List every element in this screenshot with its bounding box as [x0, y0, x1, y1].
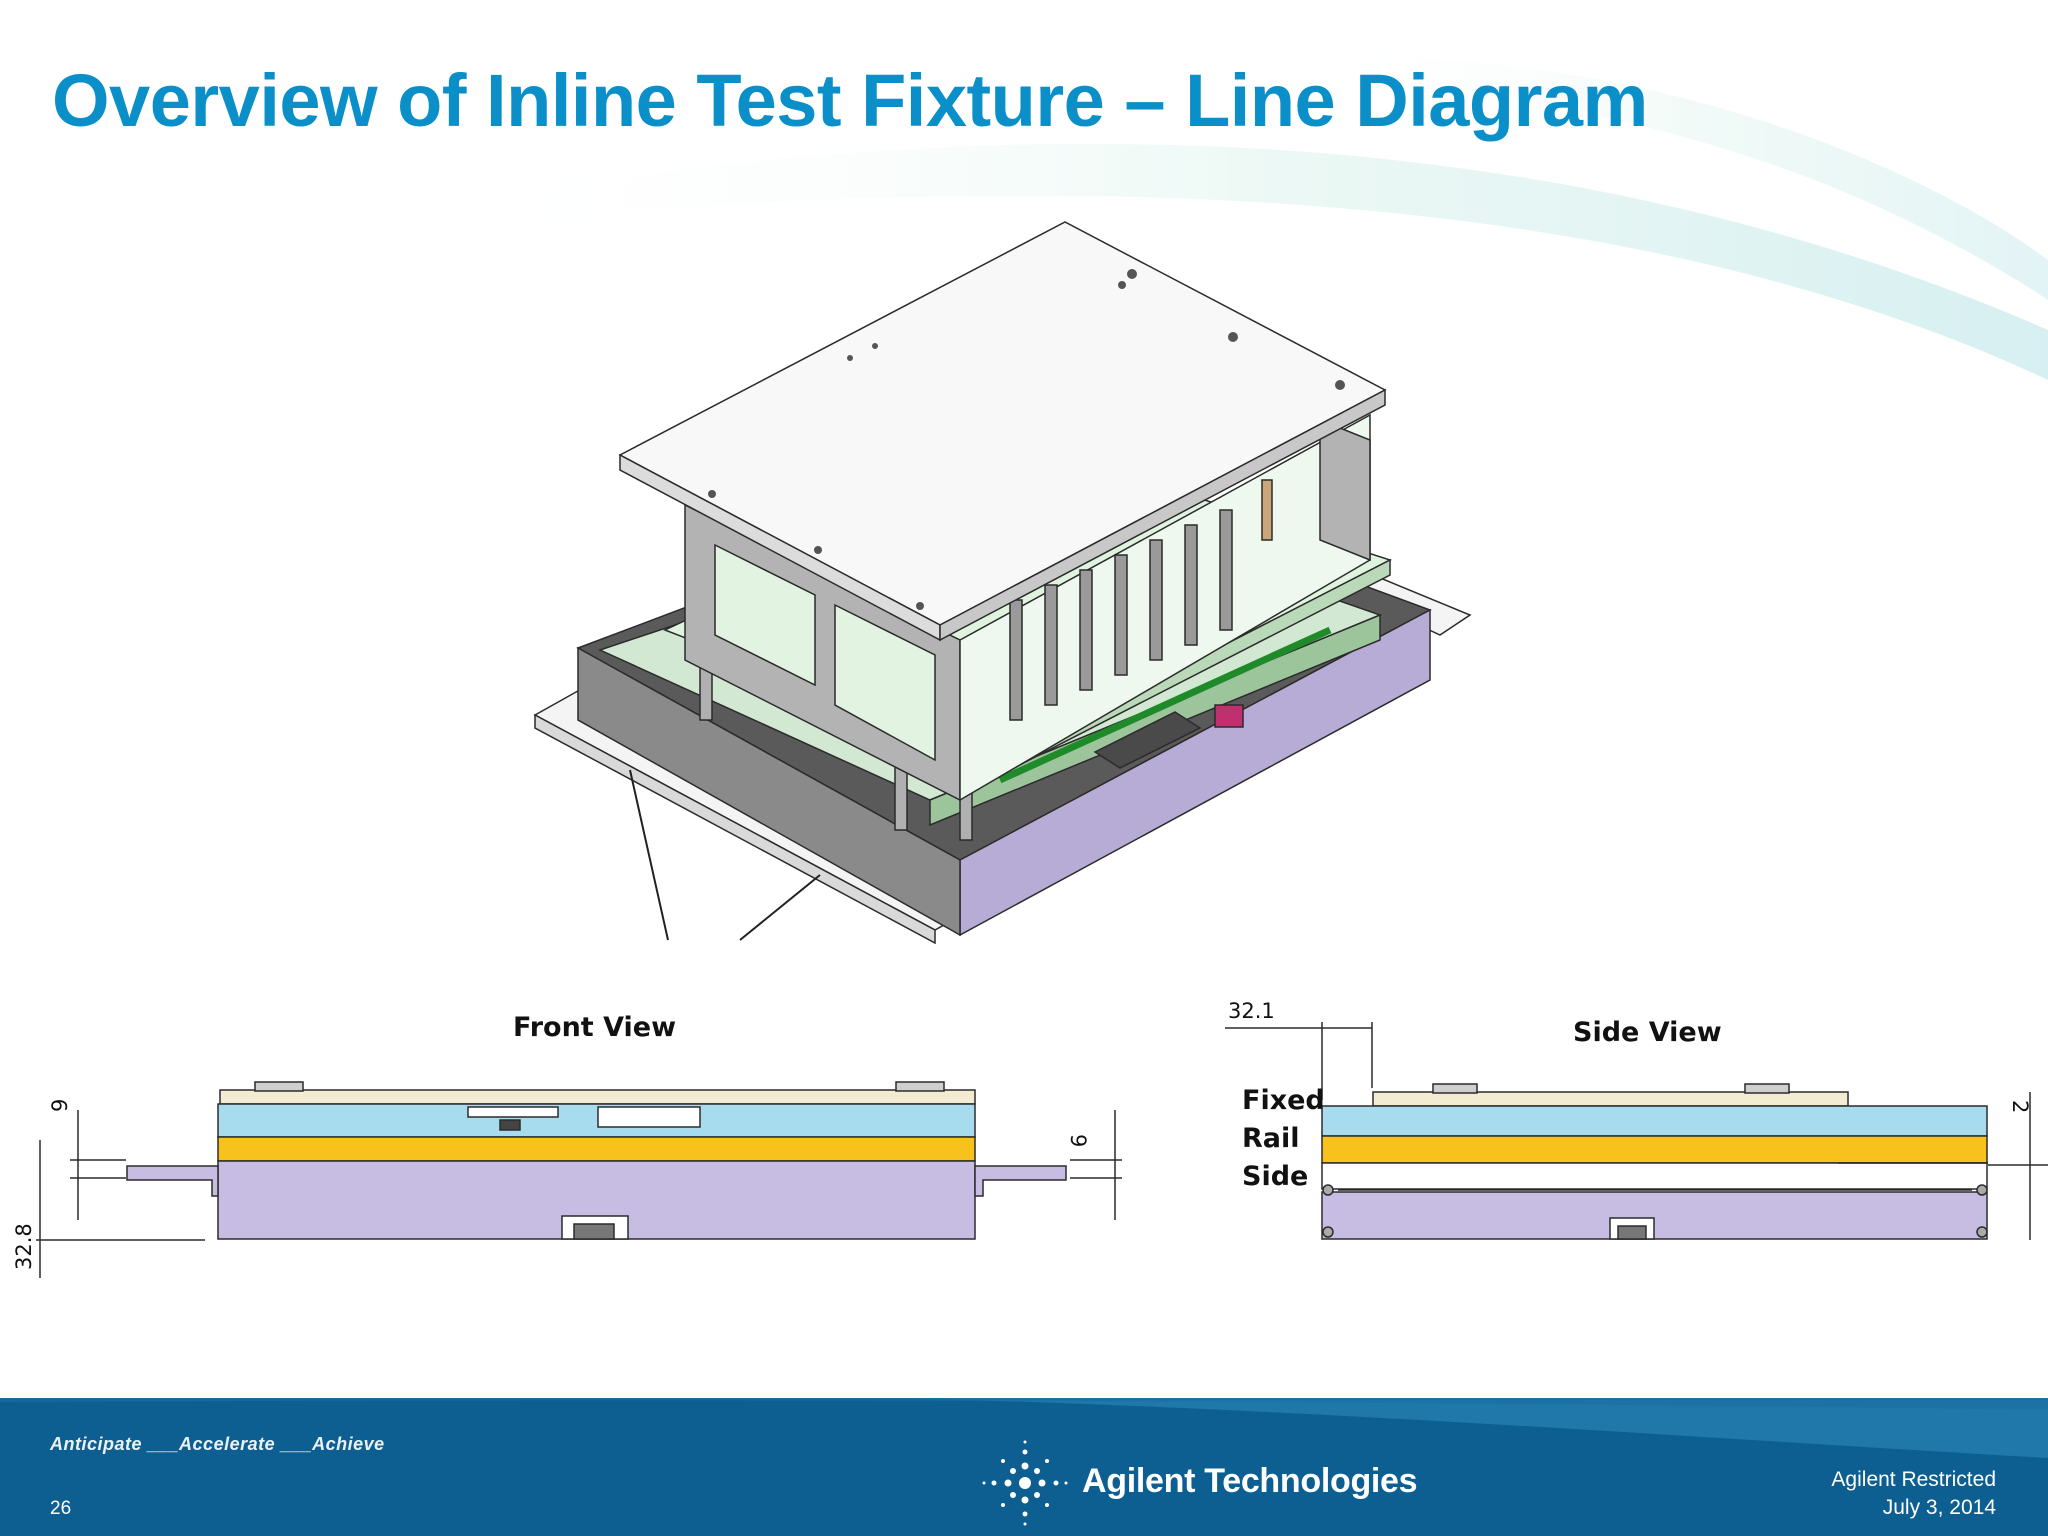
fixture-line-diagram [36, 221, 2048, 1278]
agilent-spark-logo [982, 1440, 1068, 1526]
fixed-rail-line-1: Fixed [1242, 1085, 1325, 1116]
footer-bar: Anticipate ___Accelerate ___Achieve 26 A… [0, 1398, 2048, 1536]
slide-date: July 3, 2014 [1882, 1496, 1996, 1519]
classification-label: Agilent Restricted [1831, 1468, 1996, 1491]
isometric-fixture-view [533, 221, 1472, 945]
side-view-drawing [1225, 1022, 2048, 1240]
fixed-rail-side-label: Fixed Rail Side [1242, 1082, 1325, 1196]
pin-slots [1009, 509, 1233, 721]
page-title: Overview of Inline Test Fixture – Line D… [52, 59, 1648, 142]
front-view-label: Front View [513, 1012, 677, 1043]
side-dim-top: 32.1 [1228, 999, 1275, 1023]
front-dim-left-lower: 32.8 [12, 1223, 36, 1270]
footer-tagline: Anticipate ___Accelerate ___Achieve [50, 1434, 385, 1454]
fixed-rail-line-2: Rail [1242, 1123, 1300, 1154]
fixed-rail-line-3: Side [1242, 1161, 1309, 1192]
front-dim-right: 9 [1066, 1134, 1090, 1148]
front-view-drawing [36, 1081, 1122, 1278]
front-dim-left-upper: 9 [48, 1098, 72, 1112]
brand-name: Agilent Technologies [1082, 1462, 1418, 1500]
footer-wave [0, 1398, 2048, 1458]
mounting-holes [708, 269, 1345, 610]
side-dim-right: 2 [2008, 1100, 2032, 1114]
page-number: 26 [50, 1498, 72, 1519]
side-view-label: Side View [1573, 1017, 1722, 1048]
